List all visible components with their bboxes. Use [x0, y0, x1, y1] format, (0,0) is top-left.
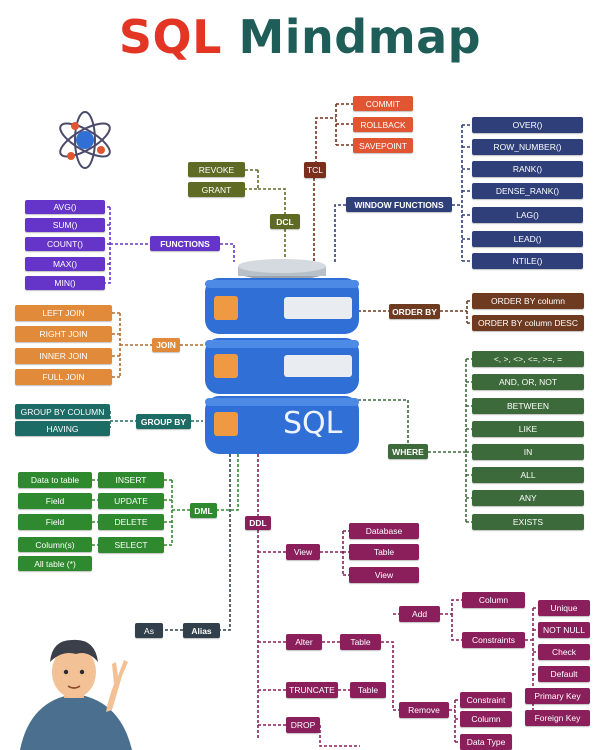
ddl-add-column[interactable]: Column: [462, 592, 525, 608]
title-mindmap: Mindmap: [238, 10, 482, 64]
ddl-truncate-table[interactable]: Table: [350, 682, 386, 698]
join-node[interactable]: JOIN: [152, 338, 180, 352]
ddl-view-item-view[interactable]: View: [349, 567, 419, 583]
group-by-item-having[interactable]: HAVING: [15, 421, 110, 436]
ddl-alter-table[interactable]: Table: [340, 634, 381, 650]
ddl-constraint-check[interactable]: Check: [538, 644, 590, 660]
atom-icon: [59, 111, 111, 169]
ddl-view[interactable]: View: [286, 544, 320, 560]
window-item-lag[interactable]: LAG(): [472, 207, 583, 223]
dml-target-field-delete[interactable]: Field: [18, 514, 92, 530]
join-item-right[interactable]: RIGHT JOIN: [15, 326, 112, 342]
dcl-node[interactable]: DCL: [270, 214, 300, 229]
dcl-item-revoke[interactable]: REVOKE: [188, 162, 245, 177]
title-sql: SQL: [118, 10, 222, 64]
window-item-lead[interactable]: LEAD(): [472, 231, 583, 247]
functions-item-avg[interactable]: AVG(): [25, 200, 105, 214]
person-illustration: [20, 639, 132, 750]
functions-item-count[interactable]: COUNT(): [25, 237, 105, 251]
window-functions-node[interactable]: WINDOW FUNCTIONS: [346, 197, 452, 212]
where-node[interactable]: WHERE: [388, 444, 428, 459]
ddl-remove[interactable]: Remove: [399, 702, 449, 718]
functions-item-min[interactable]: MIN(): [25, 276, 105, 290]
order-by-item-desc[interactable]: ORDER BY column DESC: [472, 315, 584, 331]
window-item-ntile[interactable]: NTILE(): [472, 253, 583, 269]
ddl-constraints[interactable]: Constraints: [462, 632, 525, 648]
ddl-view-item-table[interactable]: Table: [349, 544, 419, 560]
dml-command-insert[interactable]: INSERT: [98, 472, 164, 488]
ddl-constraint-foreign-key[interactable]: Foreign Key: [525, 710, 590, 726]
ddl-constraint-default[interactable]: Default: [538, 666, 590, 682]
dml-command-update[interactable]: UPDATE: [98, 493, 164, 509]
where-item-logical[interactable]: AND, OR, NOT: [472, 374, 584, 390]
where-item-all[interactable]: ALL: [472, 467, 584, 483]
functions-node[interactable]: FUNCTIONS: [150, 236, 220, 251]
order-by-node[interactable]: ORDER BY: [389, 304, 440, 319]
where-item-between[interactable]: BETWEEN: [472, 398, 584, 414]
where-item-any[interactable]: ANY: [472, 490, 584, 506]
dml-target-field-update[interactable]: Field: [18, 493, 92, 509]
ddl-drop[interactable]: DROP: [286, 717, 320, 733]
window-item-row-number[interactable]: ROW_NUMBER(): [472, 139, 583, 155]
ddl-view-item-database[interactable]: Database: [349, 523, 419, 539]
where-item-comparison[interactable]: <, >, <>, <=, >=, =: [472, 351, 584, 367]
dml-target-columns[interactable]: Column(s): [18, 537, 92, 552]
ddl-constraint-not-null[interactable]: NOT NULL: [538, 622, 590, 638]
dml-target-all-table[interactable]: All table (*): [18, 556, 92, 571]
tcl-item-savepoint[interactable]: SAVEPOINT: [353, 138, 413, 153]
window-item-rank[interactable]: RANK(): [472, 161, 583, 177]
tcl-node[interactable]: TCL: [304, 162, 326, 178]
dml-node[interactable]: DML: [190, 503, 217, 518]
alias-as[interactable]: As: [135, 623, 163, 638]
dml-target-data-to-table[interactable]: Data to table: [18, 472, 92, 488]
tcl-item-commit[interactable]: COMMIT: [353, 96, 413, 111]
ddl-constraint-primary-key[interactable]: Primary Key: [525, 688, 590, 704]
join-item-left[interactable]: LEFT JOIN: [15, 305, 112, 321]
join-item-full[interactable]: FULL JOIN: [15, 369, 112, 385]
ddl-truncate[interactable]: TRUNCATE: [286, 682, 338, 698]
where-item-in[interactable]: IN: [472, 444, 584, 460]
database-label: SQL: [283, 406, 343, 441]
dml-command-select[interactable]: SELECT: [98, 537, 164, 553]
ddl-alter[interactable]: Alter: [286, 634, 322, 650]
ddl-add[interactable]: Add: [399, 606, 440, 622]
group-by-item-column[interactable]: GROUP BY COLUMN: [15, 404, 110, 419]
where-item-exists[interactable]: EXISTS: [472, 514, 584, 530]
database-cylinder-icon: [205, 259, 359, 454]
dcl-item-grant[interactable]: GRANT: [188, 182, 245, 197]
page-title: SQL Mindmap: [0, 10, 600, 64]
tcl-item-rollback[interactable]: ROLLBACK: [353, 117, 413, 132]
where-item-like[interactable]: LIKE: [472, 421, 584, 437]
ddl-remove-column[interactable]: Column: [460, 711, 512, 727]
ddl-constraint-unique[interactable]: Unique: [538, 600, 590, 616]
dml-command-delete[interactable]: DELETE: [98, 514, 164, 530]
functions-item-max[interactable]: MAX(): [25, 257, 105, 271]
ddl-data-type[interactable]: Data Type: [460, 734, 512, 750]
ddl-node[interactable]: DDL: [245, 516, 271, 530]
ddl-remove-constraint[interactable]: Constraint: [460, 692, 512, 708]
order-by-item-asc[interactable]: ORDER BY column: [472, 293, 584, 309]
group-by-node[interactable]: GROUP BY: [136, 414, 191, 429]
functions-item-sum[interactable]: SUM(): [25, 218, 105, 232]
window-item-dense-rank[interactable]: DENSE_RANK(): [472, 183, 583, 199]
alias-node[interactable]: Alias: [183, 623, 220, 638]
join-item-inner[interactable]: INNER JOIN: [15, 348, 112, 364]
window-item-over[interactable]: OVER(): [472, 117, 583, 133]
